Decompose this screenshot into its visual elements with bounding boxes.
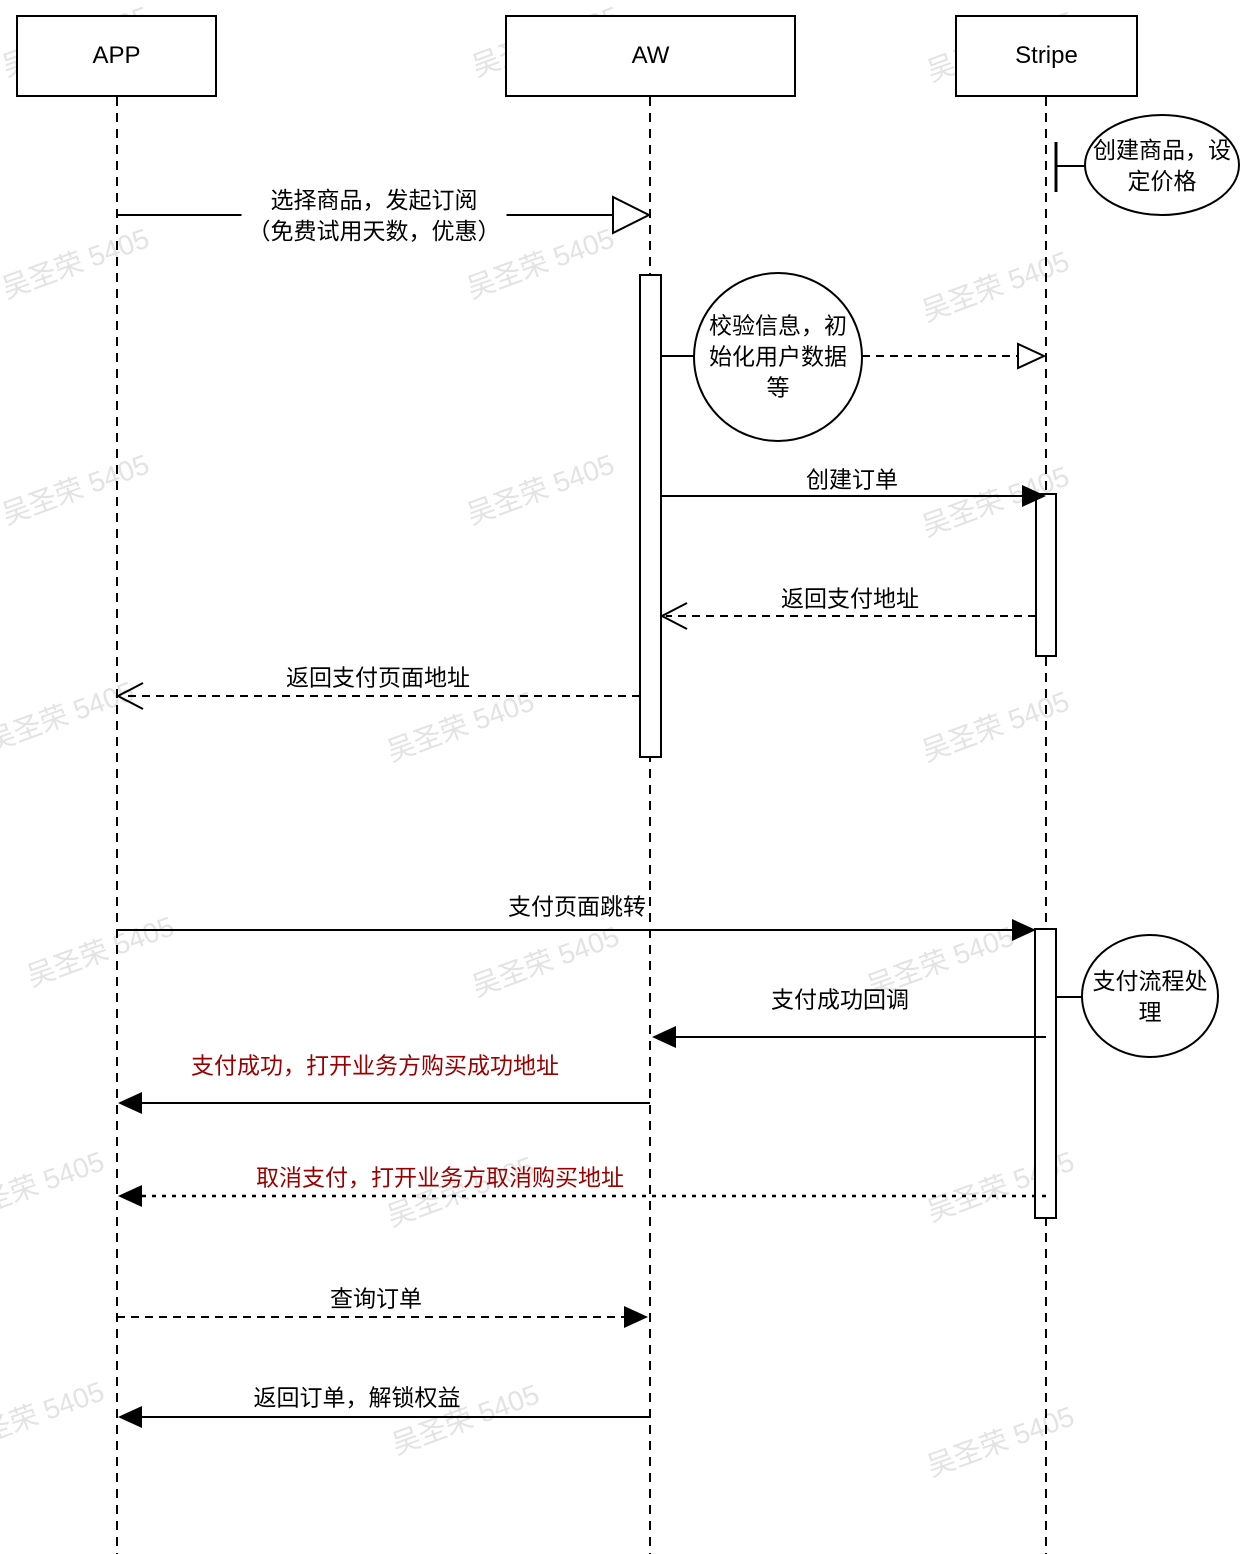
note-ellipse-payment-flow: [1081, 934, 1219, 1058]
actor-box-stripe: Stripe: [955, 15, 1138, 97]
actor-label-stripe: Stripe: [1015, 42, 1078, 69]
activation-bar-aw: [639, 274, 662, 758]
arrowhead-filled-7: [118, 1092, 142, 1114]
activation-bar-stripe-1: [1035, 493, 1057, 657]
message-label-select-product: 选择商品，发起订阅 （免费试用天数，优惠）: [241, 184, 507, 248]
message-label-pay-success-callback: 支付成功回调: [771, 986, 909, 1013]
note-ellipse-create-product: [1084, 114, 1240, 216]
message-label-return-order-unlock: 返回订单，解锁权益: [253, 1384, 461, 1411]
arrowhead-filled-5: [1012, 919, 1036, 941]
actor-label-app: APP: [92, 42, 141, 69]
arrowhead-open-v-3: [659, 602, 688, 630]
message-label-create-order: 创建订单: [806, 466, 898, 493]
message-label-pay-page-redirect: 支付页面跳转: [508, 893, 646, 920]
message-label-pay-success-open-url: 支付成功，打开业务方购买成功地址: [191, 1052, 559, 1079]
note-text-payment-flow: 支付流程处 理: [1092, 967, 1208, 1025]
note-text-validate-info: 校验信息，初 始化用户数据 等: [709, 312, 847, 401]
arrowhead-open-triangle-1: [612, 195, 652, 235]
arrowhead-filled-8: [118, 1185, 142, 1207]
message-label-return-pay-url: 返回支付地址: [781, 585, 919, 612]
activation-bar-stripe-2: [1034, 928, 1057, 1219]
arrowhead-filled-9: [624, 1306, 648, 1328]
message-label-query-order: 查询订单: [330, 1285, 422, 1312]
arrowhead-filled-6: [652, 1026, 676, 1048]
arrowhead-open-triangle-2: [1017, 342, 1047, 370]
note-text-create-product: 创建商品，设 定价格: [1093, 136, 1231, 194]
arrowhead-filled-10: [118, 1406, 142, 1428]
actor-box-app: APP: [16, 15, 217, 97]
actor-box-aw: AW: [505, 15, 796, 97]
arrowhead-open-v-4: [115, 682, 144, 710]
message-label-return-pay-page-url: 返回支付页面地址: [286, 664, 470, 691]
actor-label-aw: AW: [631, 42, 670, 69]
arrowhead-filled-2: [1022, 485, 1046, 507]
message-label-cancel-pay-open-url: 取消支付，打开业务方取消购买地址: [256, 1164, 624, 1191]
